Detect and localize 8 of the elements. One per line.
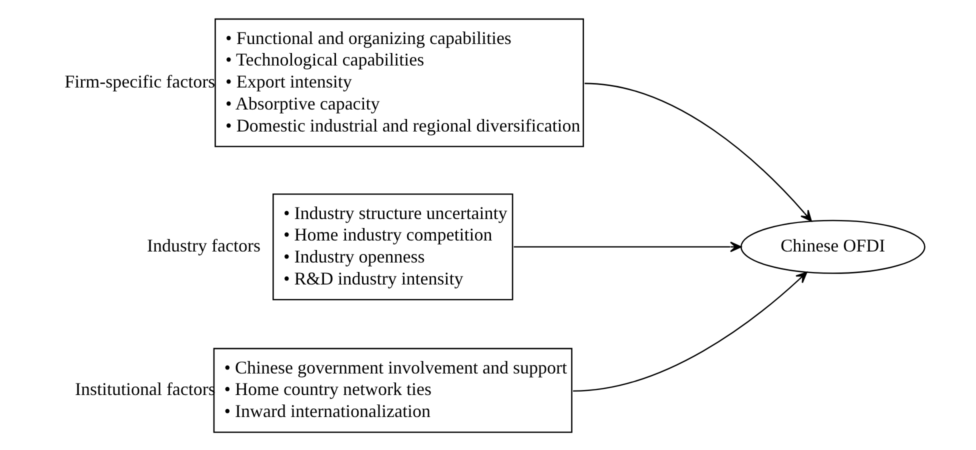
arrow [584, 82, 812, 222]
node-label: Firm-specific factors [64, 72, 216, 92]
arrow [573, 272, 808, 392]
node-box: • Functional and organizing capabilities • Technological capabilities • Export intensity • Absorptive capacity • Domestic industrial and regional diversification [214, 18, 584, 148]
node-label: Industry factors [147, 236, 260, 256]
arrow [514, 242, 742, 252]
node-ellipse: Chinese OFDI [740, 220, 926, 274]
node-box: • Industry structure uncertainty • Home industry competition • Industry openness • R&D industry intensity [272, 193, 514, 300]
